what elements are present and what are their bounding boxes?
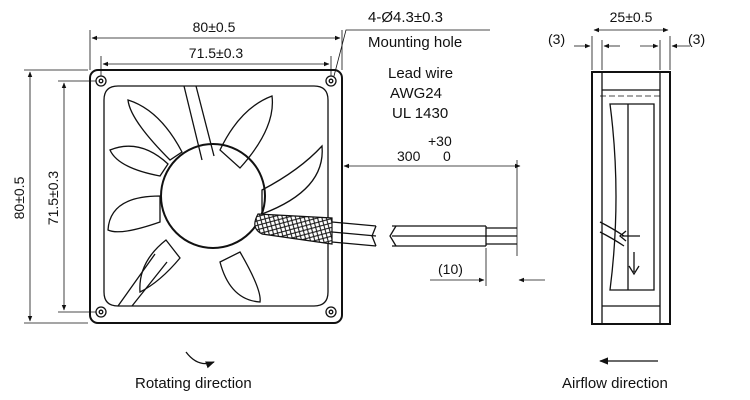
mounting-hole-top-left xyxy=(95,75,107,87)
impeller-blades xyxy=(107,95,323,303)
lead-wire-standard: UL 1430 xyxy=(392,105,448,122)
rotation-arrow-icon xyxy=(185,351,215,369)
lead-wire-section: Lead wire AWG24 UL 1430 +30 300 0 (10) xyxy=(343,65,545,286)
impeller-hub xyxy=(160,143,266,249)
lead-wire-tolerance-lower: 0 xyxy=(443,148,451,164)
mounting-hole-spec-text: 4-Ø4.3±0.3 xyxy=(368,9,443,26)
dim-flange-right-text: (3) xyxy=(688,31,705,47)
mounting-hole-bottom-right xyxy=(325,306,337,318)
lead-wire-bundle xyxy=(389,225,517,247)
side-dimensions: 25±0.5 (3) (3) Airflow direction xyxy=(548,9,705,392)
front-dimensions: 80±0.5 71.5±0.3 80±0.5 71.5±0.3 4-Ø4.3±0… xyxy=(11,9,490,392)
side-frame-outer xyxy=(591,71,671,325)
mounting-hole-top-right xyxy=(325,75,337,87)
internal-airflow-arrows-icon xyxy=(618,230,640,276)
dim-outer-width-text: 80±0.5 xyxy=(193,19,236,35)
rotating-direction-label: Rotating direction xyxy=(135,375,252,392)
mounting-hole-label-text: Mounting hole xyxy=(368,34,462,51)
lead-wire-tolerance-upper: +30 xyxy=(428,133,452,149)
dim-hole-pitch-height-text: 71.5±0.3 xyxy=(45,171,61,226)
dim-hole-pitch-width-text: 71.5±0.3 xyxy=(189,45,244,61)
dim-depth-text: 25±0.5 xyxy=(610,9,653,25)
lead-wire-length-text: 300 xyxy=(397,148,421,164)
airflow-direction-label: Airflow direction xyxy=(562,375,668,392)
dim-flange-left-text: (3) xyxy=(548,31,565,47)
mounting-hole-bottom-left xyxy=(95,306,107,318)
lead-wire-title: Lead wire xyxy=(388,65,453,82)
fan-venturi-ring xyxy=(103,85,329,307)
lead-wire-braid xyxy=(254,213,333,245)
lead-wire-gauge: AWG24 xyxy=(390,85,442,102)
fan-frame-outer xyxy=(89,69,343,324)
dim-outer-height-text: 80±0.5 xyxy=(11,176,27,219)
front-view xyxy=(89,69,377,369)
side-hub-profile xyxy=(609,103,655,291)
strip-length-text: (10) xyxy=(438,261,463,277)
side-view xyxy=(591,71,671,325)
lead-wire-exit xyxy=(331,221,377,247)
